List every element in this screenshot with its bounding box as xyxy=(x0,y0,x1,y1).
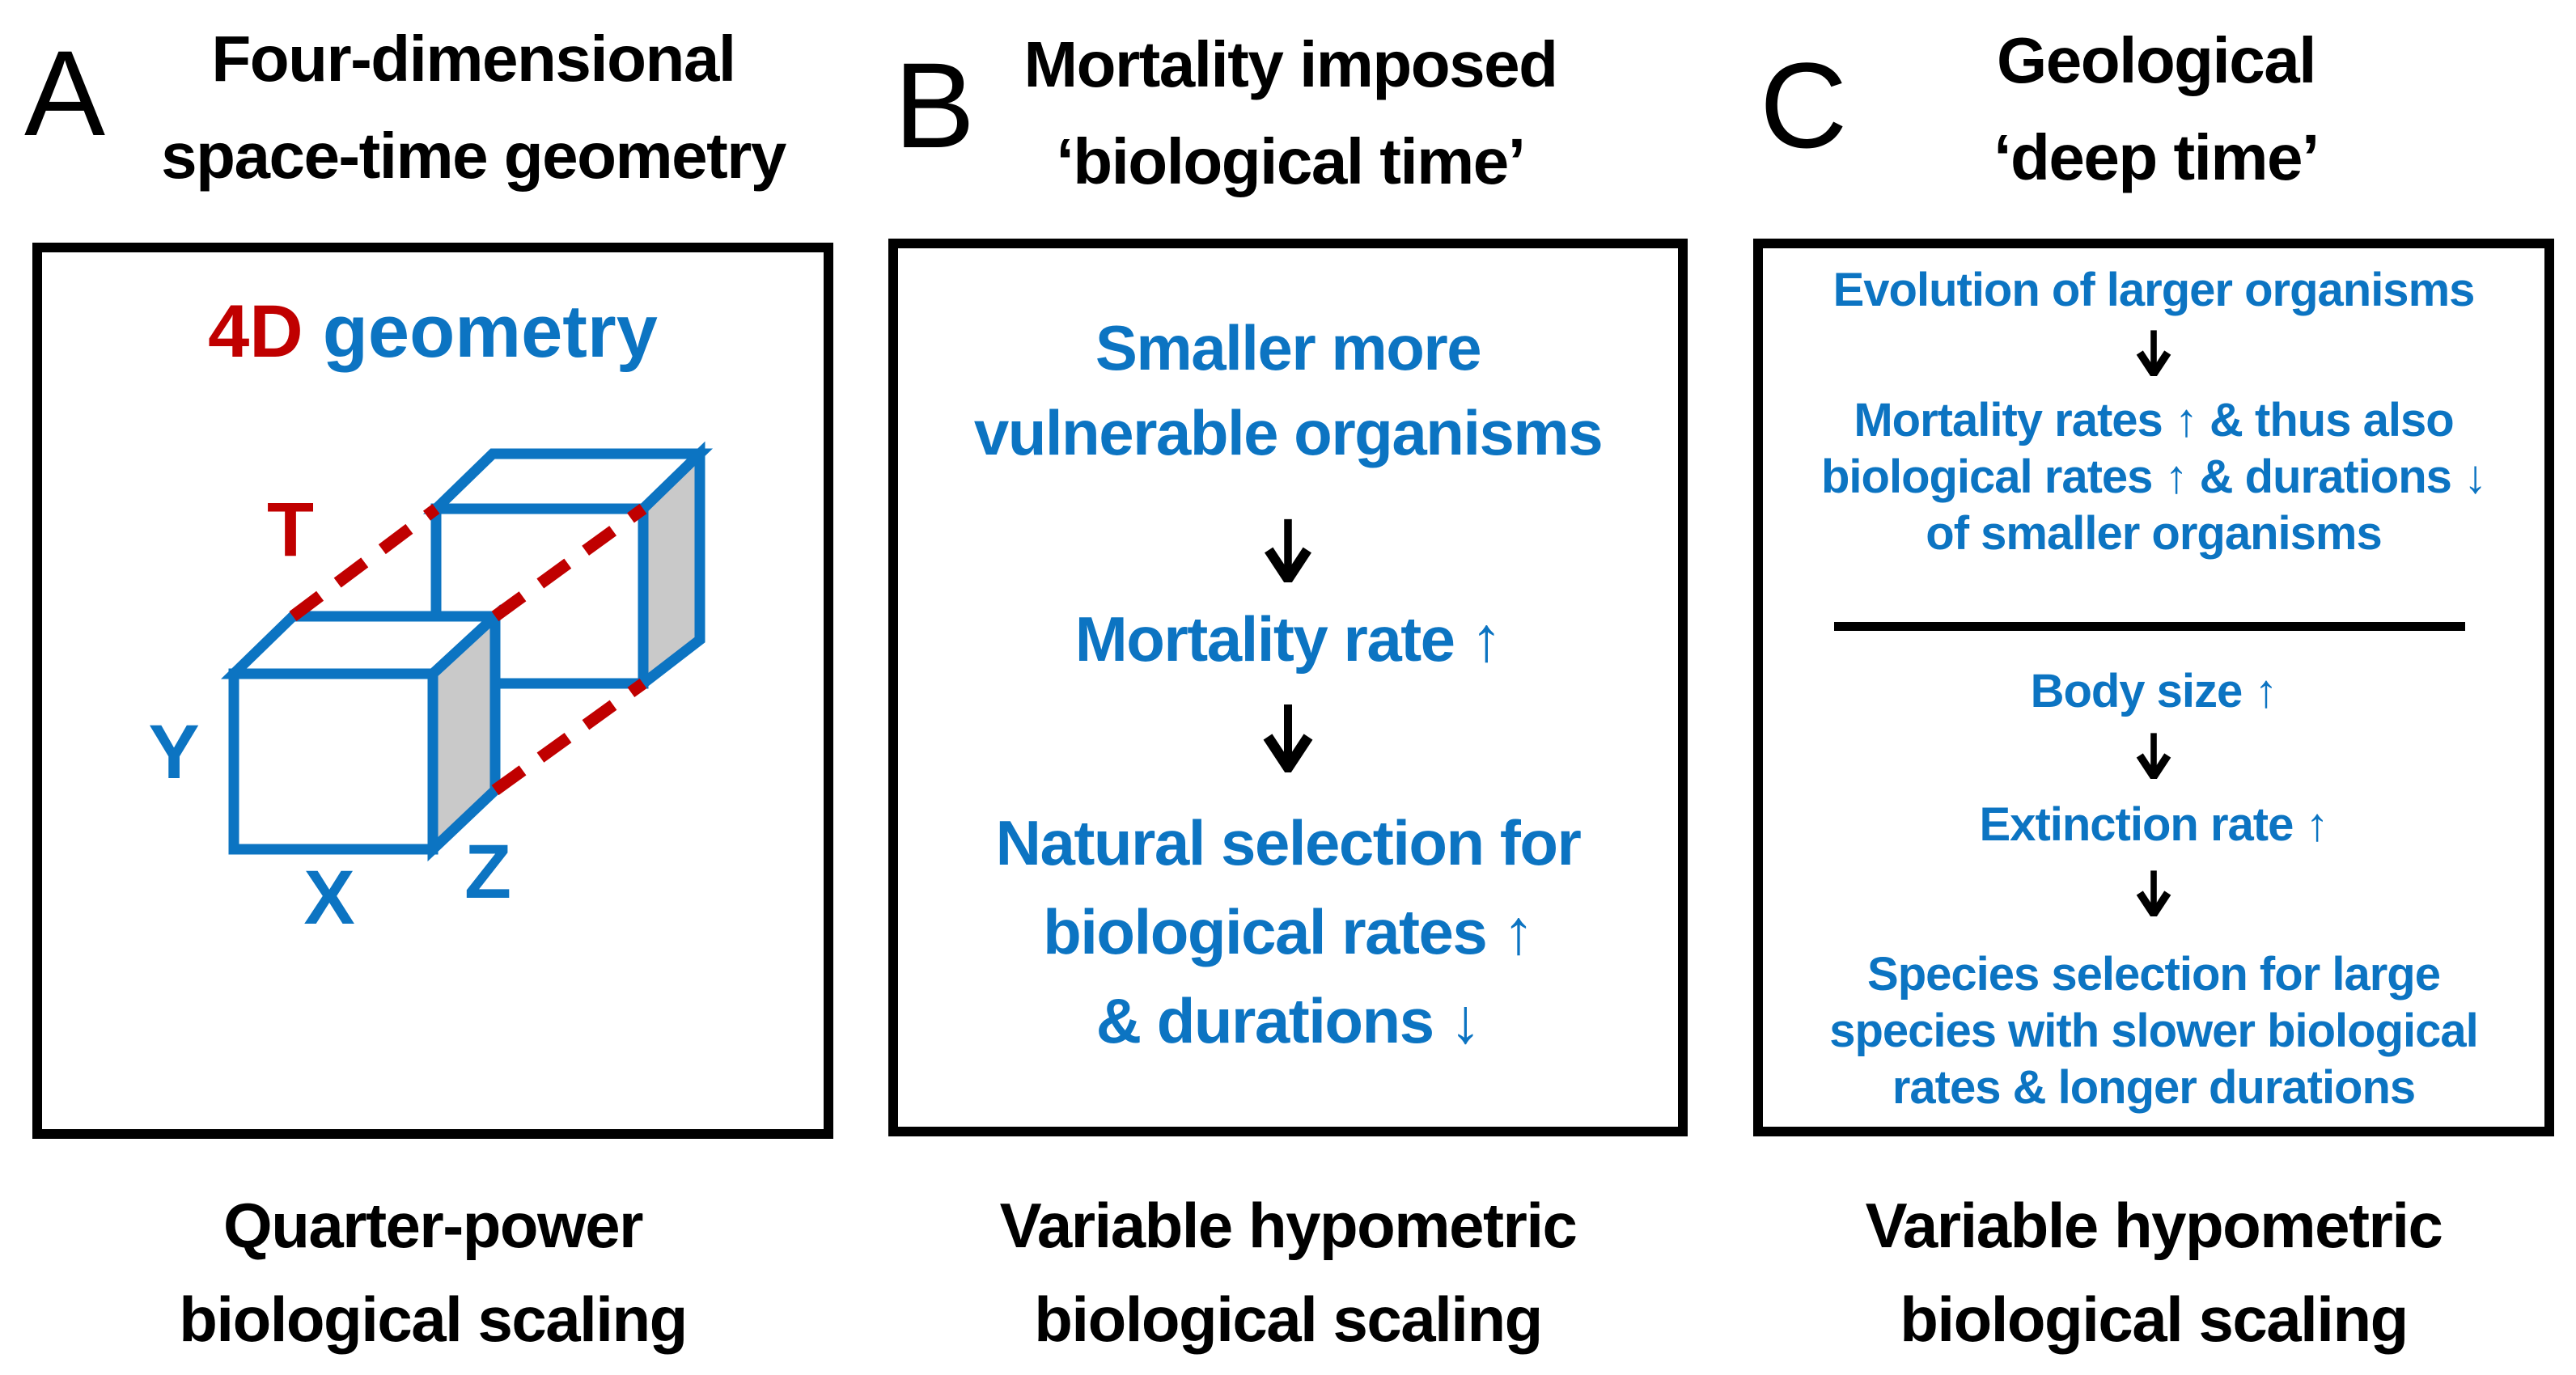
time-dashed-line-top-right xyxy=(491,503,647,622)
axis-x-label: X xyxy=(303,855,354,941)
down-arrow-icon xyxy=(2136,733,2171,779)
c-step-5-line-3: rates & longer durations xyxy=(1892,1061,2416,1114)
lower-cube-front-face xyxy=(228,668,439,855)
b-step-3-line-3: & durations ↓ xyxy=(1095,985,1481,1056)
c-step-5: Species selection for large species with… xyxy=(1763,946,2544,1116)
c-step-2-line-3: of smaller organisms xyxy=(1926,507,2382,560)
down-arrow-icon xyxy=(1263,704,1313,772)
panel-b-title-line1: Mortality imposed xyxy=(1023,28,1558,100)
section-divider xyxy=(1834,622,2465,631)
panel-b-caption-line2: biological scaling xyxy=(1034,1284,1543,1355)
b-step-1: Smaller more vulnerable organisms xyxy=(898,306,1678,476)
lower-cube xyxy=(220,604,509,862)
c-step-4-line-1: Extinction rate ↑ xyxy=(1979,798,2329,851)
cube-diagram: T Y X Z xyxy=(148,441,714,941)
time-dashed-line-top-left xyxy=(289,504,440,621)
axis-y-label: Y xyxy=(148,709,199,795)
b-step-2-line-1: Mortality rate ↑ xyxy=(1074,603,1502,675)
panel-c-box: Evolution of larger organisms Mortality … xyxy=(1753,239,2554,1136)
panel-c-caption-line2: biological scaling xyxy=(1900,1284,2409,1355)
axis-t-label: T xyxy=(267,487,314,573)
panel-b-caption: Variable hypometric biological scaling xyxy=(888,1178,1688,1366)
panel-a-title-line1: Four-dimensional xyxy=(211,23,736,95)
c-step-5-line-2: species with slower biological xyxy=(1829,1005,2479,1057)
panel-b-title: Mortality imposed ‘biological time’ xyxy=(934,16,1646,210)
panel-a-caption: Quarter-power biological scaling xyxy=(32,1178,833,1366)
b-step-1-line-2: vulnerable organisms xyxy=(973,397,1604,468)
panel-b-caption-line1: Variable hypometric xyxy=(999,1190,1578,1261)
axis-z-label: Z xyxy=(464,829,511,915)
panel-a-title-line2: space-time geometry xyxy=(161,120,786,192)
c-step-4: Extinction rate ↑ xyxy=(1763,797,2544,853)
panel-b-title-line2: ‘biological time’ xyxy=(1056,125,1526,197)
panel-c-title-line1: Geological xyxy=(1997,24,2316,96)
time-dashed-connectors xyxy=(289,503,647,796)
b-step-3-line-1: Natural selection for xyxy=(995,807,1582,878)
c-step-2: Mortality rates ↑ & thus also biological… xyxy=(1763,392,2544,562)
panel-b-box: Smaller more vulnerable organisms Mortal… xyxy=(888,239,1688,1136)
down-arrow-icon xyxy=(2136,330,2171,376)
c-step-5-line-1: Species selection for large xyxy=(1867,948,2441,1001)
c-step-1: Evolution of larger organisms xyxy=(1763,262,2544,319)
panel-a-caption-line2: biological scaling xyxy=(179,1284,688,1355)
panel-b-letter: B xyxy=(894,37,976,173)
b-step-2: Mortality rate ↑ xyxy=(898,597,1678,682)
panel-c-caption: Variable hypometric biological scaling xyxy=(1753,1178,2554,1366)
panel-c-title-line2: ‘deep time’ xyxy=(1993,121,2320,193)
panel-a-letter: A xyxy=(24,25,106,161)
c-step-2-line-1: Mortality rates ↑ & thus also xyxy=(1854,394,2454,446)
c-step-3-line-1: Body size ↑ xyxy=(2030,665,2278,717)
panel-c-letter: C xyxy=(1760,37,1848,173)
down-arrow-icon xyxy=(1265,518,1311,582)
panel-c-caption-line1: Variable hypometric xyxy=(1865,1190,2443,1261)
b-step-1-line-1: Smaller more xyxy=(1095,312,1482,383)
c-step-3: Body size ↑ xyxy=(1763,663,2544,720)
b-step-3: Natural selection for biological rates ↑… xyxy=(898,798,1678,1065)
4d-label: 4D xyxy=(208,290,303,373)
time-dashed-line-bottom-right xyxy=(491,678,647,796)
b-step-3-line-2: biological rates ↑ xyxy=(1043,896,1534,967)
down-arrow-icon xyxy=(2136,870,2171,916)
c-step-2-line-2: biological rates ↑ & durations ↓ xyxy=(1820,451,2487,503)
c-step-1-line-1: Evolution of larger organisms xyxy=(1832,264,2476,316)
panel-a-caption-line1: Quarter-power xyxy=(223,1190,643,1261)
panel-c-title: Geological ‘deep time’ xyxy=(1792,12,2520,206)
panel-a-title: Four-dimensional space-time geometry xyxy=(113,11,833,205)
geometry-label: geometry xyxy=(322,290,658,373)
